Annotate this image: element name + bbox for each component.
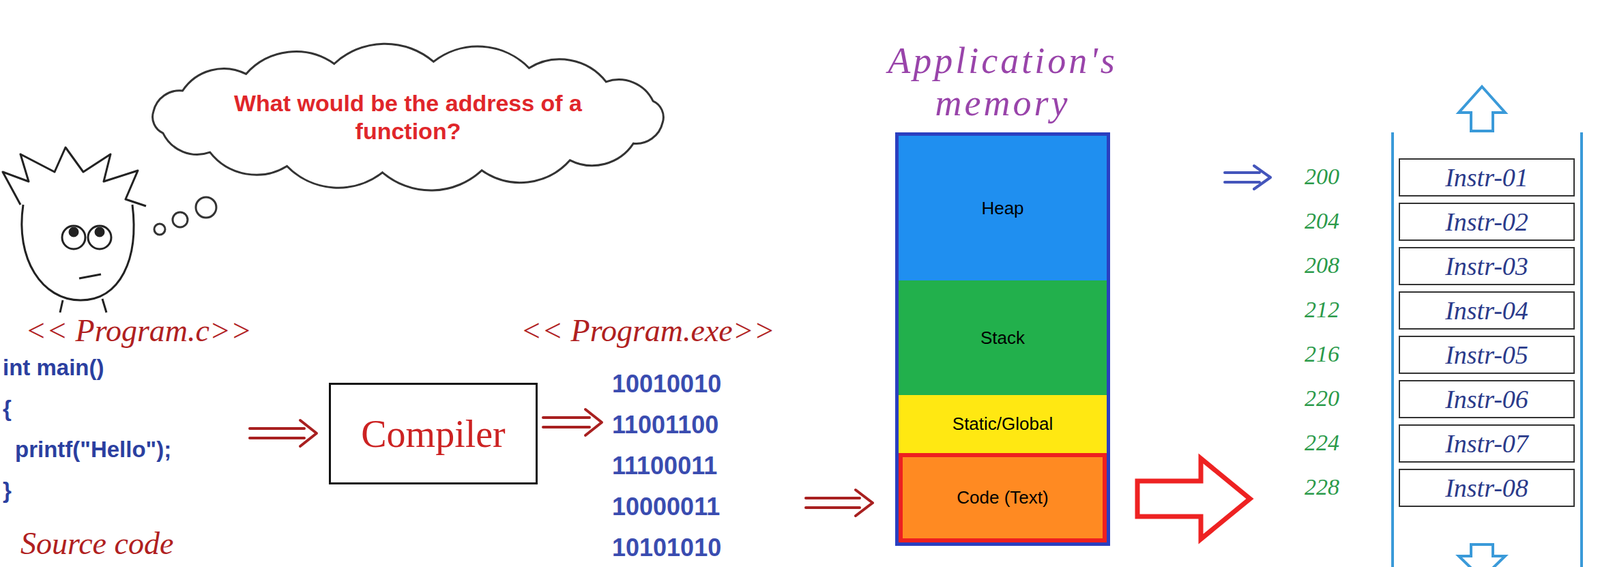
code-line: } [2,477,12,504]
memory-segment: Heap [898,135,1107,281]
node-text: Instr-08 [1445,472,1529,503]
instruction-box: Instr-03 [1398,246,1575,286]
instruction-column [1392,86,1582,567]
face-eye [62,225,86,250]
memory-address: 220 [1304,385,1340,412]
instruction-box: Instr-08 [1398,468,1575,507]
node-text: Instr-02 [1445,206,1529,237]
node-text: Instr-07 [1445,428,1529,459]
memory-address: 204 [1304,208,1340,235]
node-text: Static/Global [952,413,1053,435]
binary-code: 11001100 [612,410,719,440]
file-label: Source code [20,525,174,562]
binary-code: 11100011 [612,451,718,481]
face-pupil [69,227,78,237]
face-outline [21,204,134,301]
code-line: int main() [2,354,104,381]
face-neck [60,298,107,313]
memory-segment: Stack [898,280,1107,396]
column-line [1391,132,1394,567]
thought-bubble [154,223,166,235]
instruction-box: Instr-07 [1398,424,1575,463]
instruction-box: Instr-04 [1398,291,1575,330]
thought-bubbles [154,197,217,235]
face-pupil [95,227,104,237]
double-arrow [543,409,602,436]
memory-layout: Application's memoryHeapStackStatic/Glob… [895,132,1111,546]
binary-code: 10010010 [612,369,722,399]
node-text: Code (Text) [956,487,1049,509]
node-text: Stack [980,327,1025,349]
memory-segment: Static/Global [898,395,1107,454]
node-text: Compiler [360,412,506,456]
down-arrow [1458,544,1506,567]
memory-address: 212 [1304,296,1340,323]
node-text: Instr-06 [1445,384,1529,415]
memory-address: 228 [1304,474,1340,501]
thought-text: What would be the address of a function? [203,89,613,146]
memory-address: 208 [1304,252,1340,279]
face-hair [2,147,147,207]
thought-bubble [172,212,188,228]
node-text: Instr-03 [1445,251,1529,282]
file-label: << Program.c>> [25,312,252,349]
memory-address: 200 [1304,163,1340,190]
pointer-arrow [1224,165,1271,189]
memory-heading: Application's memory [842,39,1164,125]
thought-cloud: What would be the address of a function? [123,32,693,202]
code-line: { [2,395,12,422]
node-text: Instr-01 [1445,162,1529,193]
compiler-box: Compiler [328,382,538,485]
memory-segment: Code (Text) [898,453,1107,543]
node-text: Heap [981,197,1024,220]
up-arrow [1458,86,1506,132]
double-arrow [249,420,317,447]
node-text: Instr-04 [1445,295,1529,326]
memory-address: 216 [1304,341,1340,368]
cartoon-face [2,147,147,313]
code-line: printf("Hello"); [15,436,172,463]
memory-address: 224 [1304,429,1340,456]
cloud-outline [123,32,693,202]
thought-bubble [195,197,217,218]
zoom-arrow [1137,458,1250,540]
double-arrow [805,489,873,516]
binary-code: 10101010 [612,533,722,563]
file-label: << Program.exe>> [520,312,776,349]
cloud-path [152,44,664,192]
face-eye [88,225,112,250]
instruction-box: Instr-06 [1398,380,1575,419]
column-line [1580,132,1583,567]
binary-code: 10000011 [612,492,720,522]
face-mouth [79,274,101,279]
node-text: Instr-05 [1445,339,1529,370]
instruction-box: Instr-05 [1398,335,1575,374]
instruction-box: Instr-01 [1398,158,1575,197]
instruction-box: Instr-02 [1398,202,1575,241]
